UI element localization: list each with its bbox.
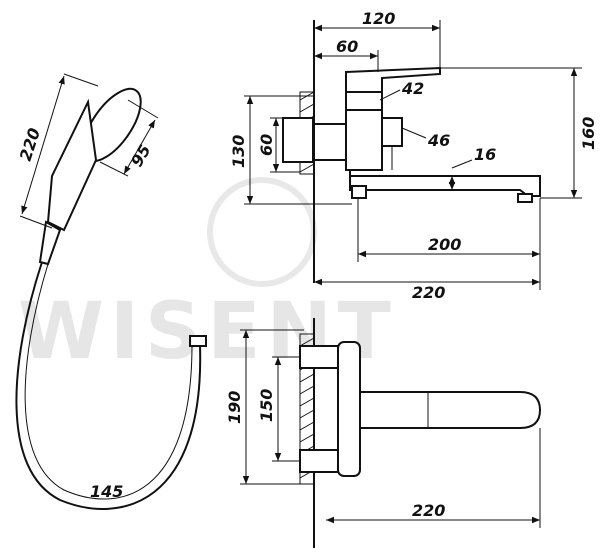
leader-16	[451, 159, 473, 169]
dim-overall-220-side: 220	[412, 283, 445, 302]
spout-top	[359, 391, 542, 429]
dim-height-190: 190	[225, 391, 244, 424]
dim-line-head	[123, 119, 156, 175]
eccentric-bottom	[299, 449, 341, 473]
dim-height-160: 160	[579, 117, 598, 150]
hose-inner	[24, 263, 193, 500]
ext-line	[19, 215, 53, 229]
watermark-logo-icon	[207, 177, 317, 287]
dim-height-60: 60	[257, 134, 276, 156]
mixer-body	[345, 109, 383, 171]
dim-handshower-head: 95	[127, 141, 155, 170]
hose-nut	[189, 335, 207, 347]
leader-42	[379, 89, 401, 101]
dim-label-46: 46	[427, 131, 450, 150]
handle-connector	[38, 220, 62, 266]
ext-line	[99, 161, 129, 177]
leader-46	[401, 127, 427, 139]
mixer-body-top	[337, 341, 361, 477]
dim-hose: 145	[90, 482, 123, 501]
dim-line-handshower-length	[21, 75, 65, 215]
dim-label-16: 16	[474, 145, 496, 164]
diverter-knob	[381, 117, 403, 147]
spout	[349, 170, 541, 197]
ext-line	[127, 99, 159, 119]
hose	[15, 261, 202, 510]
connector-nut	[313, 123, 347, 161]
eccentric	[282, 117, 314, 163]
lever	[345, 66, 441, 93]
ext-line	[63, 73, 99, 87]
dim-top-width-partial: 60	[336, 37, 358, 56]
shower-handle	[46, 98, 98, 232]
side-view: 120 60 42 46 16 130 60 160 200 220	[229, 9, 598, 302]
dim-height-130: 130	[229, 135, 248, 168]
dim-spout-200: 200	[428, 235, 461, 254]
dim-height-150: 150	[257, 389, 276, 422]
eccentric-top	[299, 345, 341, 369]
spout-joint	[351, 185, 367, 199]
wall-section-bottom	[299, 333, 315, 485]
dim-overall-220-top: 220	[412, 501, 445, 520]
dim-top-width-total: 120	[362, 9, 395, 28]
aerator	[517, 193, 533, 203]
dim-label-42: 42	[401, 79, 424, 98]
dim-handshower-length: 220	[16, 126, 44, 164]
top-view: 190 150 220	[225, 318, 542, 548]
